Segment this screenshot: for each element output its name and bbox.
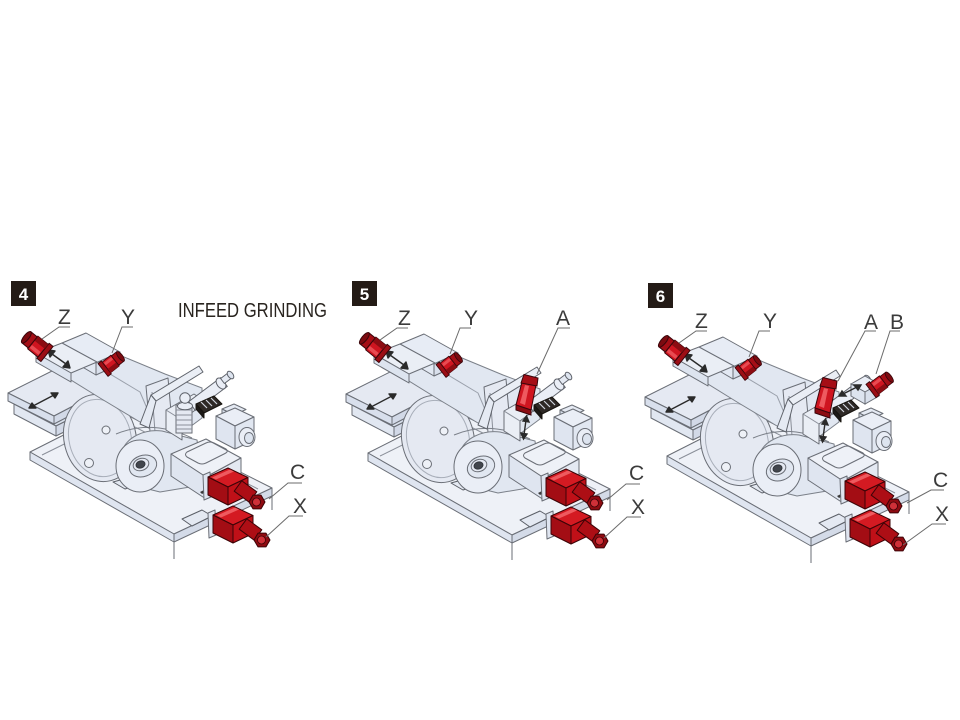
svg-text:A: A <box>864 311 878 334</box>
svg-text:INFEED GRINDING: INFEED GRINDING <box>178 300 327 322</box>
svg-text:Z: Z <box>58 306 71 329</box>
svg-text:C: C <box>629 462 644 485</box>
svg-text:6: 6 <box>656 287 665 306</box>
svg-text:Y: Y <box>121 306 135 329</box>
svg-text:X: X <box>935 503 949 526</box>
svg-text:X: X <box>293 495 307 518</box>
svg-text:C: C <box>290 461 305 484</box>
svg-text:C: C <box>933 469 948 492</box>
svg-text:B: B <box>890 311 904 334</box>
svg-text:Y: Y <box>464 307 478 330</box>
svg-text:Z: Z <box>398 307 411 330</box>
svg-text:5: 5 <box>360 285 369 304</box>
svg-text:Z: Z <box>695 310 708 333</box>
svg-text:A: A <box>556 307 570 330</box>
svg-text:Y: Y <box>763 310 777 333</box>
svg-text:4: 4 <box>19 285 29 304</box>
svg-text:X: X <box>631 496 645 519</box>
